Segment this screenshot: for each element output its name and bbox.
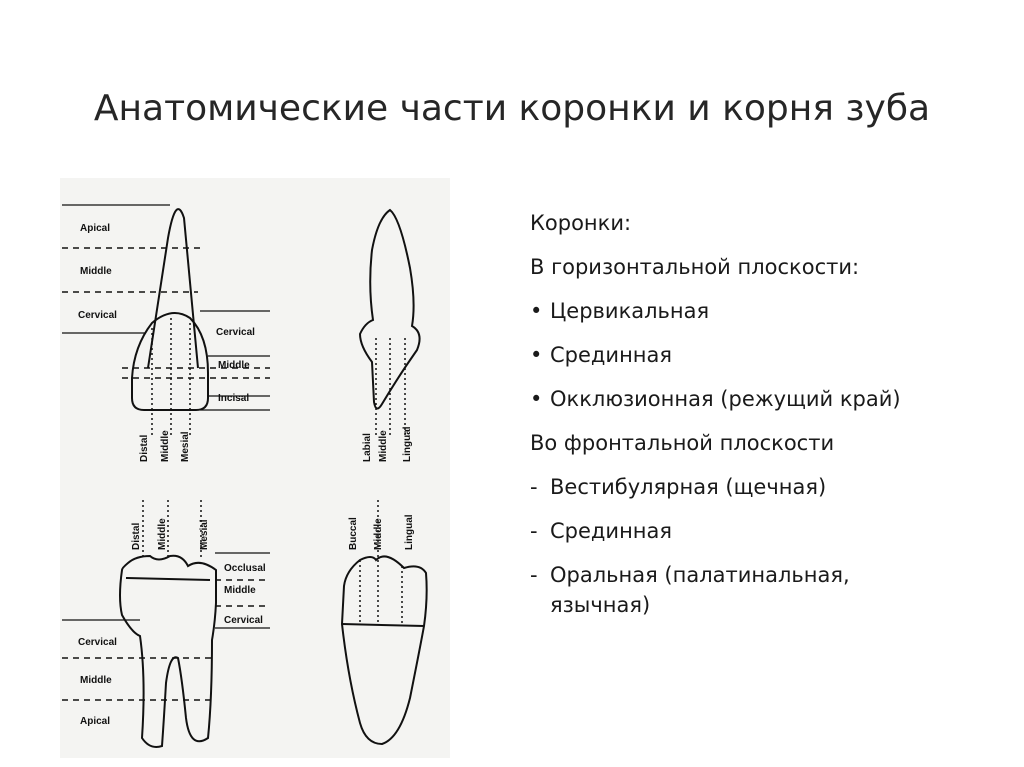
horizontal-item: • Окклюзионная (режущий край) (530, 384, 910, 414)
tooth-anatomy-drawing: Apical Middle Cervical Cervical Middle I… (60, 178, 450, 758)
crown-label-occlusal: Occlusal (224, 563, 266, 574)
incisor-side-vertical-dividers (376, 338, 405, 436)
frontal-item: - Срединная (530, 516, 950, 546)
molar-side-view (342, 556, 427, 744)
molar-front-vertical-dividers (143, 500, 201, 558)
incisor-front-view (132, 209, 208, 410)
text-content: Коронки: В горизонтальной плоскости: • Ц… (530, 208, 950, 620)
crowns-heading: Коронки: (530, 208, 950, 238)
crown-label-middle-molar: Middle (224, 585, 256, 596)
dash-mark: - (530, 516, 538, 546)
vertical-label-lingual: Lingual (402, 426, 413, 462)
vertical-label-mesial-molar: Mesial (199, 519, 210, 550)
bullet-mark: • (530, 384, 542, 414)
vertical-label-mesial: Mesial (180, 431, 191, 462)
vertical-label-lingual-molar: Lingual (404, 514, 415, 550)
horizontal-item-label: Цервикальная (550, 299, 709, 323)
dash-mark: - (530, 472, 538, 502)
vertical-label-middle-molar-side: Middle (373, 518, 384, 550)
molar-front-view (120, 556, 216, 747)
frontal-item-label: Вестибулярная (щечная) (550, 475, 826, 499)
slide-title: Анатомические части коронки и корня зуба (0, 88, 1024, 129)
frontal-item-label: Срединная (550, 519, 672, 543)
crown-label-cervical-molar: Cervical (224, 615, 263, 626)
root-label-apical-molar: Apical (80, 716, 110, 727)
vertical-label-middle: Middle (160, 430, 171, 462)
frontal-item: - Оральная (палатинальная, язычная) (530, 560, 910, 620)
incisor-front-solid-lines (62, 205, 270, 410)
horizontal-item: • Срединная (530, 340, 950, 370)
crown-label-middle: Middle (218, 360, 250, 371)
horizontal-item: • Цервикальная (530, 296, 950, 326)
root-label-cervical-molar: Cervical (78, 637, 117, 648)
frontal-item-label: Оральная (палатинальная, язычная) (550, 563, 850, 617)
root-label-apical: Apical (80, 223, 110, 234)
root-label-middle: Middle (80, 266, 112, 277)
crown-label-incisal: Incisal (218, 393, 249, 404)
vertical-label-distal: Distal (139, 435, 150, 462)
vertical-label-labial: Labial (362, 433, 373, 462)
horizontal-item-label: Окклюзионная (режущий край) (550, 387, 901, 411)
vertical-label-distal-molar: Distal (131, 523, 142, 550)
vertical-label-middle-side: Middle (378, 430, 389, 462)
crown-label-cervical: Cervical (216, 327, 255, 338)
root-label-cervical: Cervical (78, 310, 117, 321)
horizontal-plane-heading: В горизонтальной плоскости: (530, 252, 950, 282)
bullet-mark: • (530, 340, 542, 370)
frontal-plane-heading: Во фронтальной плоскости (530, 428, 950, 458)
dash-mark: - (530, 560, 538, 590)
bullet-mark: • (530, 296, 542, 326)
vertical-label-buccal: Buccal (348, 517, 359, 550)
vertical-label-middle-molar: Middle (157, 518, 168, 550)
root-label-middle-molar: Middle (80, 675, 112, 686)
incisor-front-vertical-dividers (152, 318, 190, 436)
tooth-anatomy-figure: Apical Middle Cervical Cervical Middle I… (60, 178, 450, 758)
frontal-item: - Вестибулярная (щечная) (530, 472, 950, 502)
horizontal-item-label: Срединная (550, 343, 672, 367)
